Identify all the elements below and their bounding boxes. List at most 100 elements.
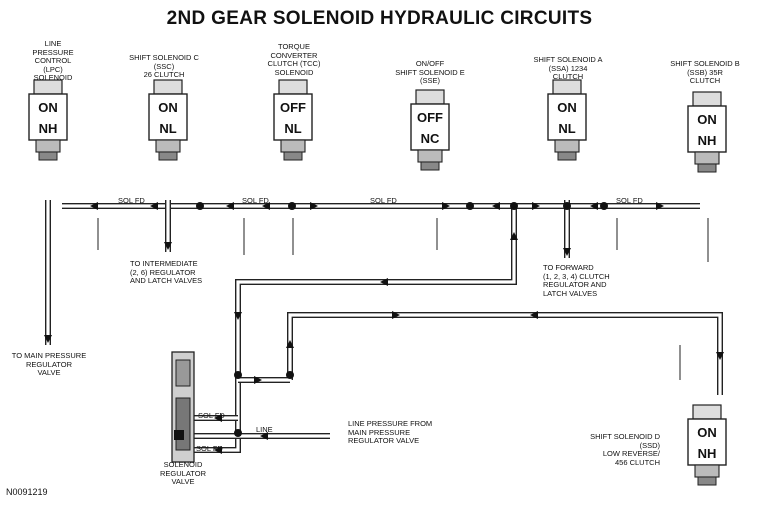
arrow-feed-down [234, 312, 242, 320]
junction-dot-1 [288, 202, 296, 210]
arrow-main-9 [590, 202, 598, 210]
line-pressure-callout: LINE PRESSURE FROM MAIN PRESSURE REGULAT… [348, 419, 433, 446]
regulator-valve-land [174, 430, 184, 440]
solenoid-state-text-0: ON [38, 100, 58, 115]
feed-loop-passage-1-outer [235, 206, 517, 438]
solenoid-coil-6 [692, 404, 722, 420]
arrow-lpc-down [44, 335, 52, 343]
feed-loop-passage-2-outer [287, 312, 723, 395]
regulator-valve-spool-bottom [175, 397, 191, 451]
solenoid-type-text-4: NL [558, 121, 575, 136]
to-main-pressure-callout: TO MAIN PRESSURE REGULATOR VALVE [11, 351, 87, 378]
fluid-passages [45, 200, 723, 453]
solenoid-4: ON NL [547, 79, 587, 161]
lpc-solenoid-label: LINE PRESSURE CONTROL (LPC) SOLENOID [32, 39, 74, 83]
ssa-solenoid-label: SHIFT SOLENOID A (SSA) 1234 CLUTCH [533, 55, 603, 82]
arrow-loop-up [286, 340, 294, 348]
solenoid-state-text-2: OFF [280, 100, 306, 115]
arrow-loop-left [530, 311, 538, 319]
solenoid-5: ON NH [687, 91, 727, 173]
junction-dot-6 [234, 371, 242, 379]
solenoid-2: OFF NL [273, 79, 313, 161]
to-forward-callout: TO FORWARD (1, 2, 3, 4) CLUTCH REGULATOR… [543, 263, 610, 298]
arrow-main-8 [532, 202, 540, 210]
figure-code: N0091219 [6, 487, 48, 497]
arrow-main-3 [226, 202, 234, 210]
solenoid-stem-2 [280, 139, 306, 153]
solenoid-regulator-valve-label: SOLENOID REGULATOR VALVE [160, 460, 206, 487]
solenoid-stem-5 [694, 151, 720, 165]
solenoid-stem-0 [35, 139, 61, 153]
arrow-main-5 [310, 202, 318, 210]
arrow-loop-down [716, 352, 724, 360]
solenoid-stem-1 [155, 139, 181, 153]
arrow-ssa-down [563, 248, 571, 256]
sol-fd-label-3: SOL FD [370, 196, 397, 205]
solenoid-coil-5 [692, 91, 722, 107]
solenoid-state-text-4: ON [557, 100, 577, 115]
feed-loop-passage-1-inner [236, 206, 516, 438]
solenoid-port-3 [420, 161, 440, 171]
solenoid-port-0 [38, 151, 58, 161]
solenoid-port-6 [697, 476, 717, 486]
solenoid-state-text-6: ON [697, 425, 717, 440]
solenoid-type-text-0: NH [39, 121, 58, 136]
arrow-main-4 [262, 202, 270, 210]
ssc-solenoid-label: SHIFT SOLENOID C (SSC) 26 CLUTCH [129, 53, 199, 80]
solenoid-port-2 [283, 151, 303, 161]
ssb-solenoid-label: SHIFT SOLENOID B (SSB) 35R CLUTCH [670, 59, 740, 86]
solenoid-type-text-2: NL [284, 121, 301, 136]
arrow-line [260, 432, 268, 440]
regulator-valve-spool-top [175, 359, 191, 387]
arrow-loop-right [392, 311, 400, 319]
arrow-main-2 [150, 202, 158, 210]
solenoid-port-1 [158, 151, 178, 161]
solenoid-state-text-3: OFF [417, 110, 443, 125]
sol-fd-label-1: SOL FD [118, 196, 145, 205]
junction-dot-7 [286, 371, 294, 379]
solenoid-stem-6 [694, 464, 720, 478]
ssd-solenoid-label: SHIFT SOLENOID D (SSD) LOW REVERSE/ 456 … [590, 432, 660, 467]
solenoid-housing-6 [687, 418, 727, 466]
arrow-ssc-down [164, 242, 172, 250]
junction-dot-4 [563, 202, 571, 210]
diagram-title: 2ND GEAR SOLENOID HYDRAULIC CIRCUITS [166, 8, 593, 29]
flow-arrows-and-junctions [44, 202, 724, 454]
sol-fd-lower-branch-inner [192, 438, 240, 452]
solenoid-coil-4 [552, 79, 582, 95]
solenoid-port-4 [557, 151, 577, 161]
sol-fd-label-5: SOL FD [198, 411, 225, 420]
junction-dot-3 [510, 202, 518, 210]
arrow-main-7 [492, 202, 500, 210]
solenoid-coil-2 [278, 79, 308, 95]
solenoid-type-text-5: NH [698, 133, 717, 148]
solenoid-stem-3 [417, 149, 443, 163]
solenoid-coil-3 [415, 89, 445, 105]
tcc-solenoid-label: TORQUE CONVERTER CLUTCH (TCC) SOLENOID [267, 42, 321, 77]
junction-dot-2 [466, 202, 474, 210]
sol-fd-label-2: SOL FD [242, 196, 269, 205]
arrow-feed-left [380, 278, 388, 286]
arrow-feed-up [510, 232, 518, 240]
arrow-cross-right [254, 376, 262, 384]
sol-fd-label-6: SOL FD [196, 444, 223, 453]
solenoid-housing-0 [28, 93, 68, 141]
solenoid-regulator-valve [171, 351, 195, 463]
solenoid-3: OFF NC [410, 89, 450, 171]
solenoid-housing-3 [410, 103, 450, 151]
solenoid-type-text-1: NL [159, 121, 176, 136]
arrow-main-6 [442, 202, 450, 210]
solenoid-type-text-3: NC [421, 131, 440, 146]
solenoid-port-5 [697, 163, 717, 173]
solenoid-stem-4 [554, 139, 580, 153]
arrow-solfd-upper [214, 414, 222, 422]
solenoid-6: ON NH [687, 404, 727, 486]
solenoid-type-text-6: NH [698, 446, 717, 461]
solenoid-state-text-5: ON [697, 112, 717, 127]
solenoid-coil-1 [153, 79, 183, 95]
arrow-main-1 [90, 202, 98, 210]
sse-solenoid-label: ON/OFF SHIFT SOLENOID E (SSE) [395, 59, 465, 86]
